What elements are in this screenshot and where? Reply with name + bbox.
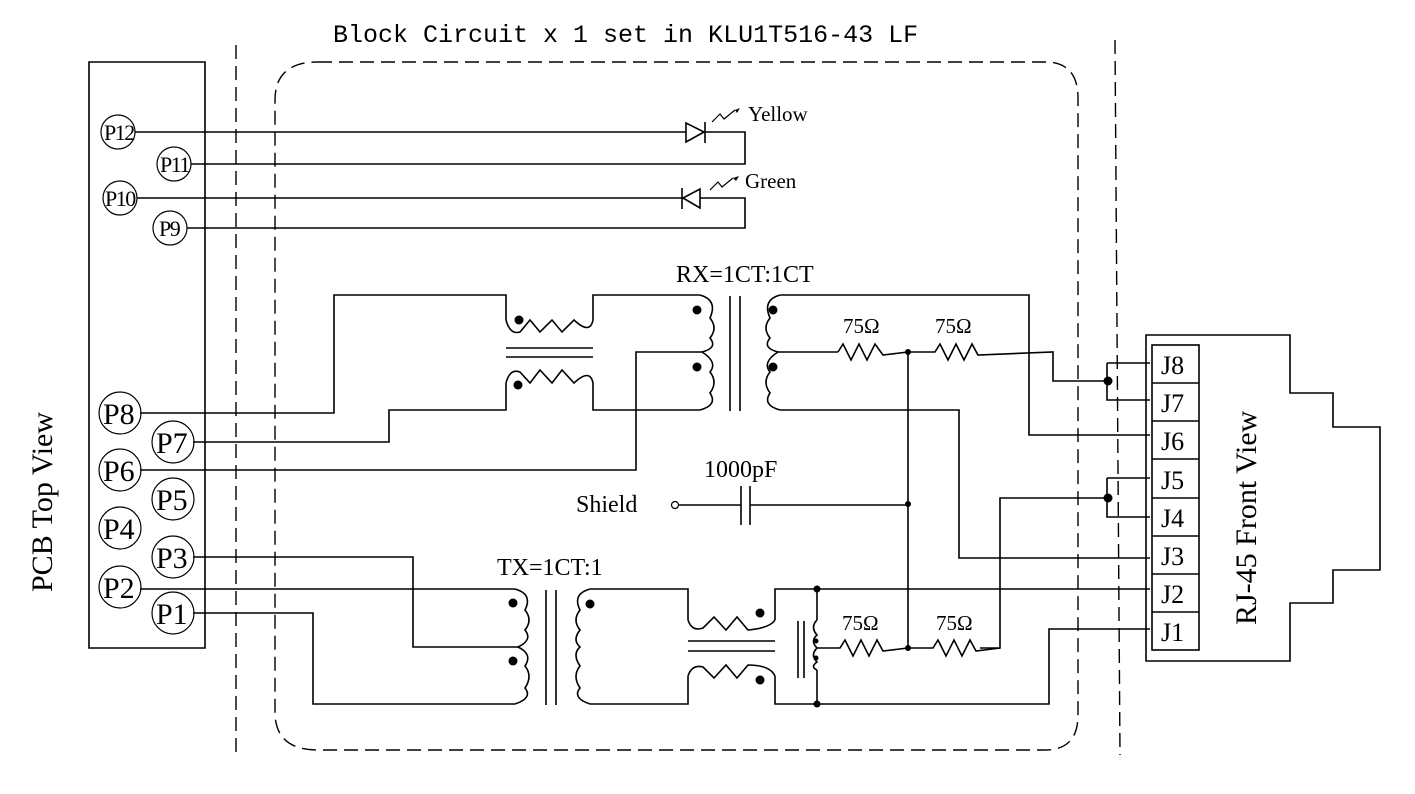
rj45-pin-j5: J5 <box>1161 466 1184 495</box>
resistor-rx-2: 75Ω <box>908 314 1107 382</box>
wire-j3 <box>780 409 1150 559</box>
rj45-boundary-line <box>1114 39 1121 756</box>
pcb-pin-p1: P1 <box>151 591 195 635</box>
pcb-pin-p4: P4 <box>98 506 142 550</box>
resistor-tx-1: 75Ω <box>817 611 909 658</box>
tx-transformer <box>508 588 595 705</box>
pcb-pin-p2: P2 <box>98 565 142 609</box>
svg-text:P7: P7 <box>156 427 188 460</box>
pcb-pin-p11: P11 <box>156 146 192 182</box>
rj45-pin-j2: J2 <box>1161 580 1184 609</box>
rj45-pin-j4: J4 <box>1161 504 1184 533</box>
tx-center-tap-choke <box>797 585 821 708</box>
resistor-tx-2: 75Ω <box>908 611 1001 658</box>
rj45-pin-j7: J7 <box>1161 389 1184 418</box>
wire-j8-j7 <box>1106 362 1150 401</box>
block-circuit-boundary <box>274 61 1079 751</box>
svg-text:75Ω: 75Ω <box>936 611 973 635</box>
diode-icon <box>685 121 706 144</box>
capacitor-1000pf: 1000pF <box>679 457 908 525</box>
svg-text:75Ω: 75Ω <box>935 314 972 338</box>
light-emission-icon <box>711 109 736 123</box>
svg-text:P6: P6 <box>103 455 135 488</box>
wire-rx-choke-bottom <box>592 383 700 411</box>
pcb-outline <box>88 61 206 649</box>
rj45-pin-dividers <box>1152 382 1199 613</box>
svg-text:P12: P12 <box>104 120 134 145</box>
svg-text:75Ω: 75Ω <box>842 611 879 635</box>
led-yellow-circuit: Yellow <box>135 102 809 165</box>
pcb-top-view-label: PCB Top View <box>26 412 59 592</box>
wire-p7 <box>193 383 507 443</box>
shield-terminal <box>670 500 680 510</box>
wire-p8 <box>140 294 507 414</box>
rx-transformer <box>692 294 781 411</box>
rx-common-mode-choke <box>505 315 594 390</box>
wire-tx-top <box>590 588 689 620</box>
led-green-circuit: Green <box>137 169 797 229</box>
tx-common-mode-choke <box>687 608 776 685</box>
rj45-pin-j3: J3 <box>1161 542 1184 571</box>
svg-text:P10: P10 <box>105 186 136 211</box>
pcb-pin-p6: P6 <box>98 448 142 492</box>
pcb-pin-p10: P10 <box>102 180 138 216</box>
diode-icon <box>681 187 701 210</box>
rj45-pin-j6: J6 <box>1161 427 1184 456</box>
wire-j5-j4-to-resistor <box>980 497 1107 649</box>
svg-text:P3: P3 <box>156 542 188 575</box>
pcb-pin-p9: P9 <box>152 210 188 246</box>
wire-j1 <box>774 628 1150 705</box>
wire-j2 <box>774 588 1150 620</box>
wire-j5-j4 <box>1106 477 1150 518</box>
svg-text:P4: P4 <box>103 513 135 546</box>
light-emission-icon <box>709 177 734 191</box>
wire-rx-choke-top <box>592 294 700 320</box>
wire-tx-bottom <box>590 676 689 705</box>
wire-p3 <box>193 556 518 648</box>
svg-text:P1: P1 <box>156 598 188 631</box>
svg-text:P2: P2 <box>103 572 135 605</box>
rx-transformer-label: RX=1CT:1CT <box>676 262 814 288</box>
svg-text:1000pF: 1000pF <box>704 457 777 483</box>
pcb-pin-p8: P8 <box>98 391 142 435</box>
shield-label: Shield <box>576 492 637 518</box>
svg-text:P5: P5 <box>156 484 188 517</box>
tx-transformer-label: TX=1CT:1 <box>497 555 603 581</box>
rj45-pin-j8: J8 <box>1161 351 1184 380</box>
led-green-label: Green <box>745 169 797 193</box>
svg-text:75Ω: 75Ω <box>843 314 880 338</box>
wire-p6 <box>140 351 702 471</box>
pcb-pin-p12: P12 <box>100 114 136 150</box>
svg-text:P8: P8 <box>103 398 135 431</box>
rj45-front-view-label: RJ-45 Front View <box>1230 410 1263 625</box>
svg-text:P9: P9 <box>159 216 181 241</box>
rj45-pin-j1: J1 <box>1161 618 1184 647</box>
svg-text:P11: P11 <box>160 152 189 177</box>
resistor-rx-1: 75Ω <box>837 314 909 362</box>
led-yellow-label: Yellow <box>748 102 809 126</box>
rj45-outline <box>1145 334 1381 662</box>
pcb-pin-p7: P7 <box>151 420 195 464</box>
wire-j6 <box>780 294 1150 436</box>
wire-p1 <box>193 612 515 705</box>
pcb-pin-p3: P3 <box>151 535 195 579</box>
pcb-pin-p5: P5 <box>151 477 195 521</box>
diagram-title: Block Circuit x 1 set in KLU1T516-43 LF <box>333 21 918 50</box>
